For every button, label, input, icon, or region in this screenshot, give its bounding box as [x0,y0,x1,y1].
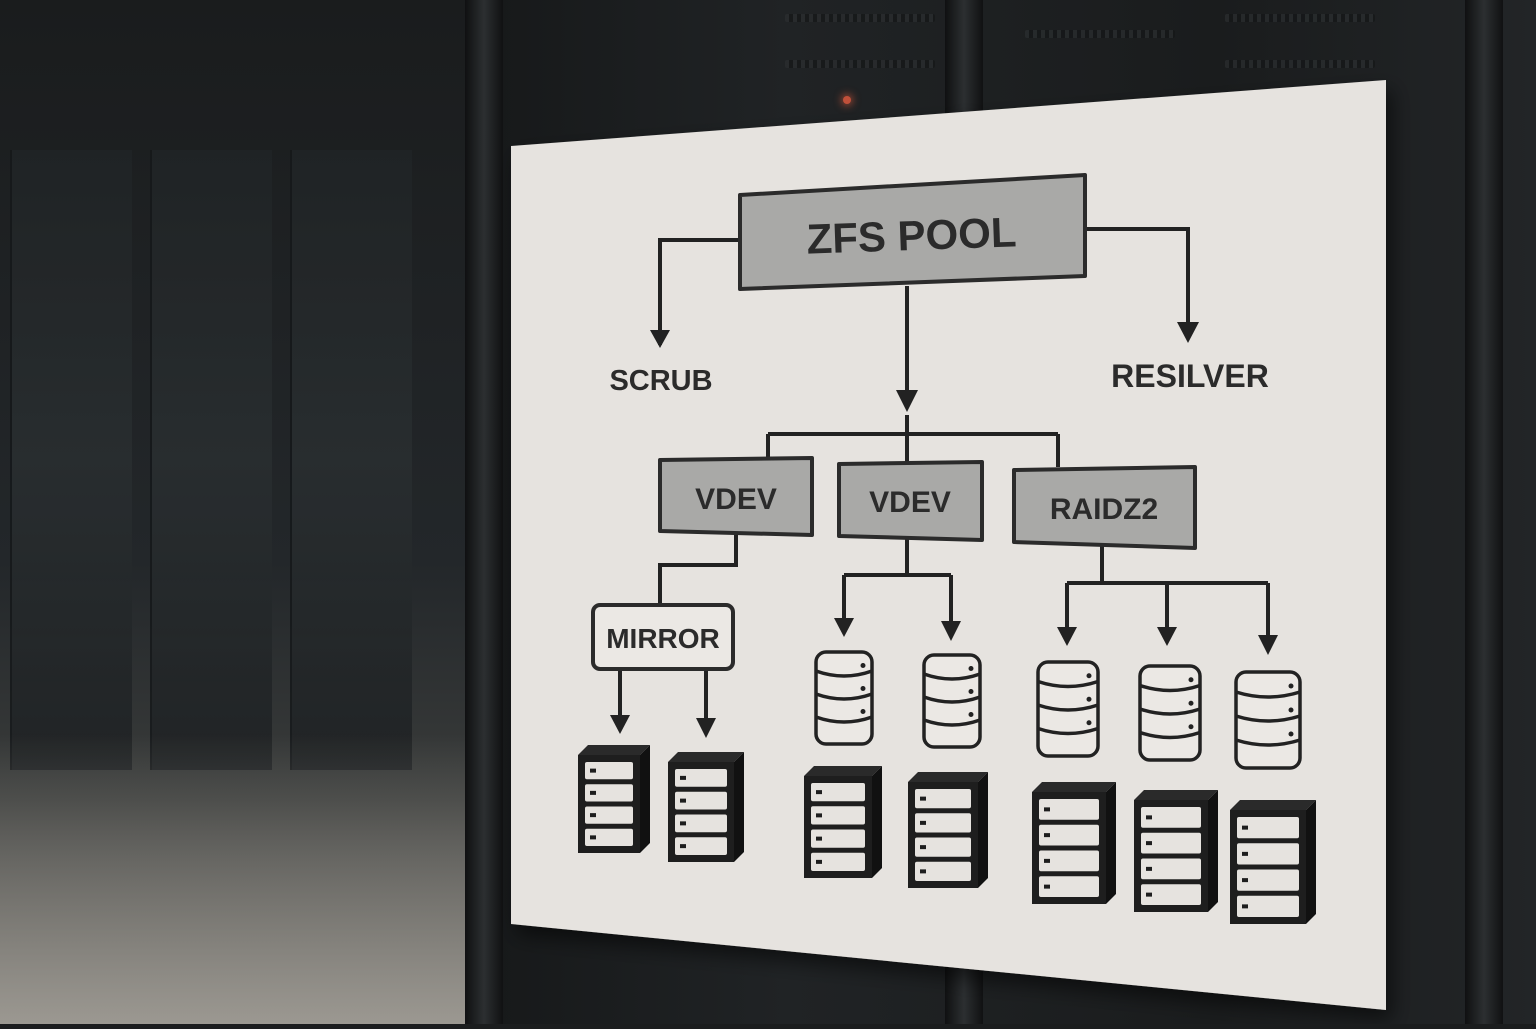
background-cabinet [10,150,132,770]
raidz2-node: RAIDZ2 [1012,465,1197,550]
disk-group [814,650,1302,770]
resilver-label: RESILVER [1111,358,1269,394]
rack-vent [1225,60,1375,68]
arrowhead [610,715,630,734]
drive-bay-icon [1230,800,1316,924]
arrowhead [834,618,854,637]
zfs-pool-node: ZFS POOL [738,173,1087,291]
drive-bay-icon [1032,782,1116,904]
arrowhead [1157,627,1177,646]
arrowhead [896,390,918,412]
rack-vent [1225,14,1375,22]
drive-bay-icon [1134,790,1218,912]
mirror-label: MIRROR [606,623,720,654]
arrowhead [696,718,716,738]
status-led [843,96,851,104]
drive-group [578,745,1316,924]
rack-vent [1025,30,1175,38]
database-cylinder-icon [922,653,982,749]
rack-post [465,0,503,1024]
blurred-server-aisle [0,0,470,1024]
drive-bay-icon [908,772,988,888]
rack-vent [785,14,935,22]
mirror-node: MIRROR [591,603,735,671]
background-cabinet [290,150,412,770]
database-cylinder-icon [814,650,874,746]
arrowhead [941,621,961,641]
vdev-node: VDEV [837,460,984,542]
background-cabinet [150,150,272,770]
zfs-pool-label: ZFS POOL [806,208,1018,262]
drive-bay-icon [578,745,650,853]
arrowheads [610,322,1278,738]
scrub-label: SCRUB [609,365,712,397]
raidz2-label: RAIDZ2 [1050,493,1158,526]
rack-vent [785,60,935,68]
connector-lines [618,227,1270,722]
vdev-label: VDEV [695,483,777,516]
database-cylinder-icon [1036,660,1100,758]
aisle-floor [0,734,470,1024]
arrowhead [650,330,670,348]
arrowhead [1258,635,1278,655]
database-cylinder-icon [1234,670,1302,770]
drive-bay-icon [668,752,744,862]
database-cylinder-icon [1138,664,1202,762]
vdev-node: VDEV [658,456,814,537]
arrowhead [1177,322,1199,343]
vdev-label: VDEV [869,486,951,519]
drive-bay-icon [804,766,882,878]
rack-post [1465,0,1503,1024]
arrowhead [1057,627,1077,646]
